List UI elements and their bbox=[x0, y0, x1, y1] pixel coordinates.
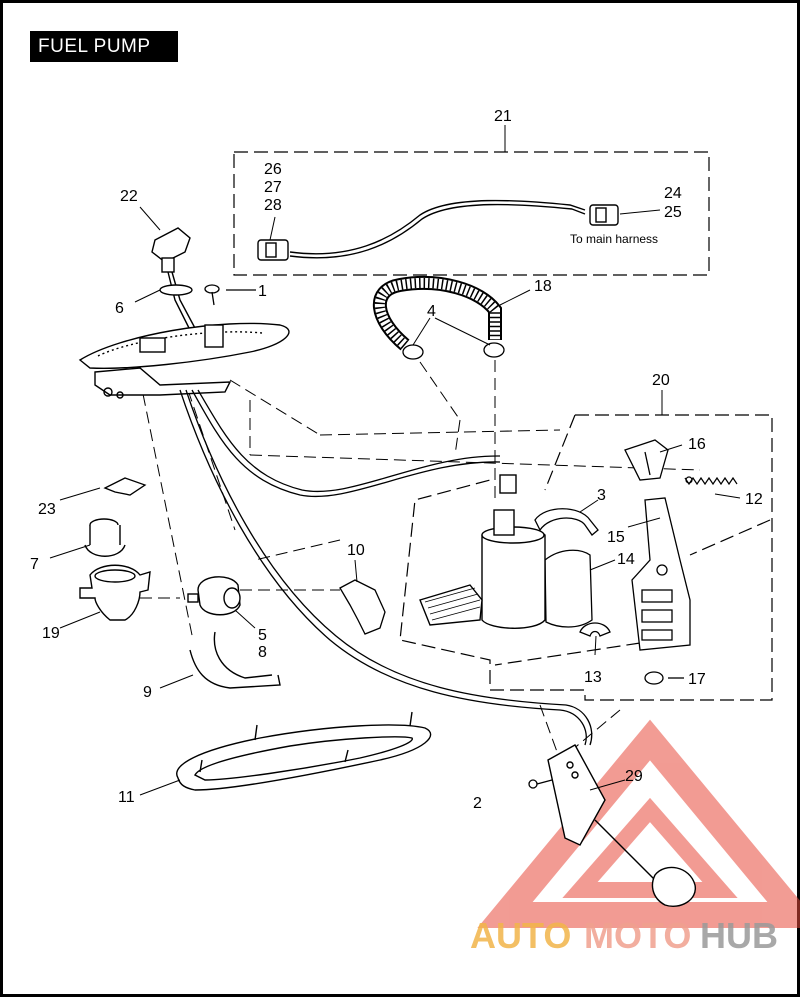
watermark-logo bbox=[477, 719, 800, 928]
callout-2: 2 bbox=[473, 795, 482, 812]
callout-29: 29 bbox=[625, 768, 643, 785]
part-2-screw bbox=[528, 779, 553, 789]
part-9-wire bbox=[189, 631, 281, 689]
kit-boxes bbox=[233, 151, 773, 701]
callout-3: 3 bbox=[597, 487, 606, 504]
callout-14: 14 bbox=[617, 551, 635, 568]
part-5-filter bbox=[187, 576, 241, 616]
part-22-connector bbox=[151, 227, 197, 331]
callout-10: 10 bbox=[347, 542, 365, 559]
callout-27: 27 bbox=[264, 179, 282, 196]
callout-11: 11 bbox=[118, 789, 135, 806]
callout-21: 21 bbox=[494, 108, 512, 125]
part-15-bracket bbox=[631, 497, 691, 651]
callout-4: 4 bbox=[427, 303, 436, 320]
fuel-pump-top-plate bbox=[78, 322, 290, 399]
callout-6: 6 bbox=[115, 300, 124, 317]
part-11-gasket bbox=[176, 711, 432, 791]
callout-labels: 21 26 27 28 24 25 To main harness 22 1 6… bbox=[30, 108, 763, 812]
callout-7: 7 bbox=[30, 556, 39, 573]
callout-12: 12 bbox=[745, 491, 763, 508]
callout-15: 15 bbox=[607, 529, 625, 546]
watermark-auto: AUTO bbox=[470, 915, 571, 956]
part-7-regulator bbox=[84, 518, 126, 557]
part-13-bushing bbox=[579, 622, 611, 637]
watermark-wordmark: AUTO MOTO HUB bbox=[470, 915, 778, 956]
watermark-hub: HUB bbox=[700, 915, 778, 956]
part-23-clip bbox=[103, 477, 147, 496]
part-3-clamp bbox=[534, 508, 599, 536]
part-29-sender bbox=[547, 744, 696, 907]
part-21-wiring-harness bbox=[257, 199, 619, 261]
callout-1: 1 bbox=[258, 283, 267, 300]
callout-17: 17 bbox=[688, 671, 706, 688]
assembly-guide-lines bbox=[140, 360, 701, 761]
callout-8: 8 bbox=[258, 644, 267, 661]
wiring-to-sender bbox=[179, 389, 593, 746]
callout-16: 16 bbox=[688, 436, 706, 453]
watermark-moto: MOTO bbox=[584, 915, 691, 956]
page-title: FUEL PUMP bbox=[38, 36, 151, 57]
harness-note: To main harness bbox=[570, 232, 658, 246]
part-12-spring bbox=[684, 476, 738, 486]
part-1-screw bbox=[204, 284, 256, 306]
fuel-pump-body bbox=[419, 474, 546, 629]
part-17-clip bbox=[644, 671, 684, 685]
callout-22: 22 bbox=[120, 188, 138, 205]
part-18-fuel-hose bbox=[373, 276, 505, 360]
callout-5: 5 bbox=[258, 627, 267, 644]
callout-24: 24 bbox=[664, 185, 682, 202]
part-19-housing bbox=[79, 564, 151, 621]
callout-13: 13 bbox=[584, 669, 602, 686]
callout-20: 20 bbox=[652, 372, 670, 389]
callout-28: 28 bbox=[264, 197, 282, 214]
part-14-sleeve bbox=[544, 549, 593, 628]
callout-26: 26 bbox=[264, 161, 282, 178]
callout-19: 19 bbox=[42, 625, 60, 642]
callout-9: 9 bbox=[143, 684, 152, 701]
callout-25: 25 bbox=[664, 204, 682, 221]
kit-box-21 bbox=[233, 151, 710, 276]
callout-23: 23 bbox=[38, 501, 56, 518]
kit-box-20 bbox=[399, 414, 773, 701]
part-16-retainer bbox=[624, 439, 669, 481]
leader-lines bbox=[49, 125, 741, 796]
part-10-bracket bbox=[339, 579, 386, 635]
callout-18: 18 bbox=[534, 278, 552, 295]
title-box: FUEL PUMP bbox=[30, 31, 178, 62]
